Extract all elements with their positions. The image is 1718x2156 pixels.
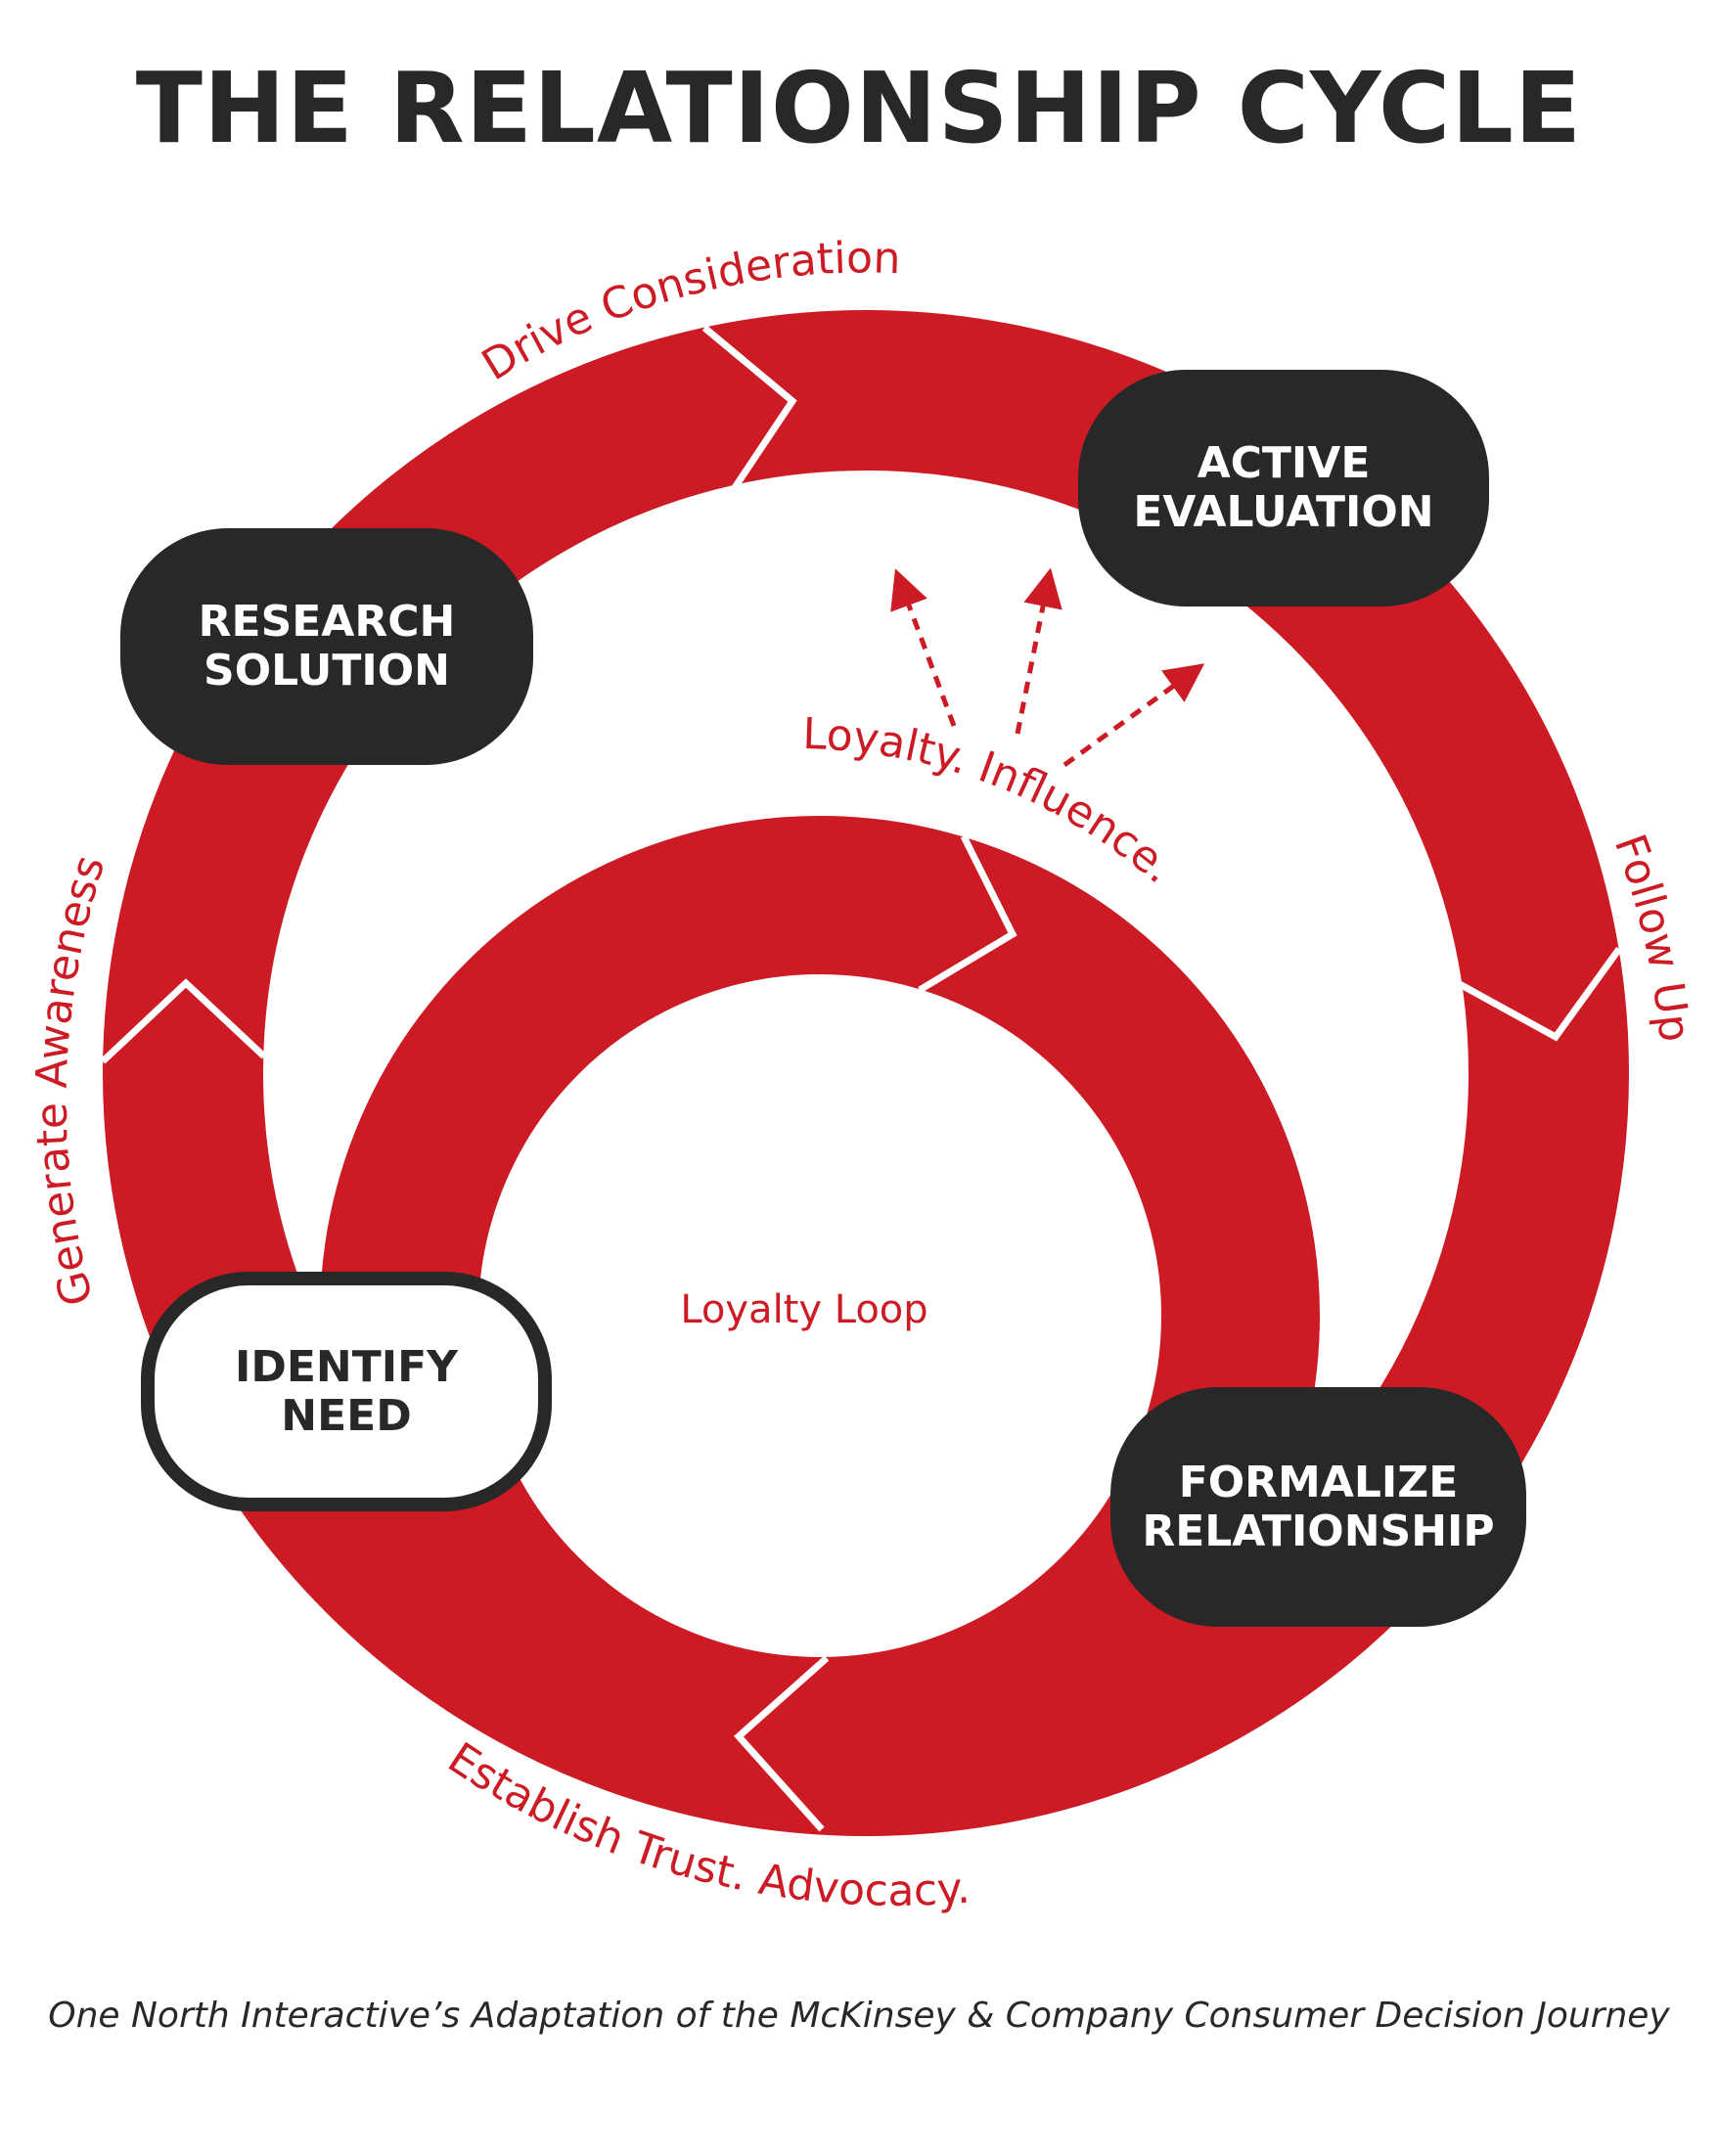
stage-label-line2: EVALUATION — [1133, 487, 1434, 537]
outer-chevron-left — [100, 978, 267, 1064]
influence-arrow-right — [1062, 663, 1205, 768]
stage-label-line2: NEED — [281, 1390, 412, 1441]
outer-chevron-top — [701, 325, 797, 491]
influence-arrow-middle — [1015, 567, 1062, 735]
stage-label-line2: RELATIONSHIP — [1142, 1505, 1495, 1556]
label-loyalty-loop: Loyalty Loop — [680, 1287, 927, 1332]
stage-label-line1: RESEARCH — [198, 597, 456, 647]
label-generate-awareness: Generate Awareness — [27, 850, 115, 1311]
attribution-caption: One North Interactive’s Adaptation of th… — [48, 1996, 1670, 2036]
influence-arrow-left — [890, 568, 957, 727]
outer-chevron-bottom — [734, 1655, 830, 1832]
stage-label-line2: SOLUTION — [203, 646, 450, 696]
stage-label-line1: ACTIVE — [1197, 438, 1371, 488]
stage-label-line1: IDENTIFY — [234, 1341, 459, 1392]
stage-label-line1: FORMALIZE — [1178, 1457, 1459, 1507]
diagram-title: THE RELATIONSHIP CYCLE — [135, 51, 1583, 165]
inner-chevron-top — [918, 834, 1017, 994]
outer-chevron-right — [1456, 946, 1622, 1042]
